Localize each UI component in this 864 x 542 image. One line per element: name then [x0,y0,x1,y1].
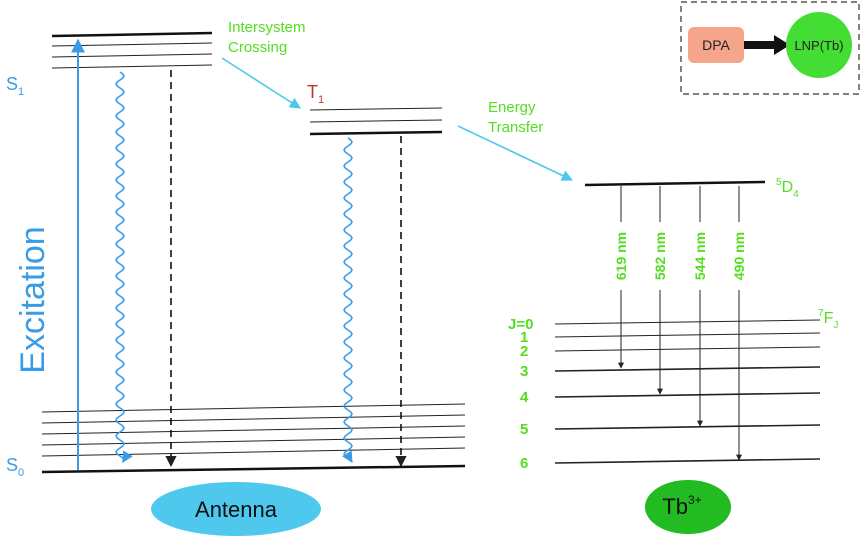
excitation-label: Excitation [14,226,52,373]
j-level-label: 5 [520,421,528,438]
j-level-label: 3 [520,363,528,380]
d4-level [584,180,766,187]
fj-levels [554,319,821,464]
j-level-label: 4 [520,389,529,406]
t1-nonradiative-wavy [342,137,353,463]
terbium-badge: Tb3+ [645,480,731,534]
isc-label: Intersystem Crossing [228,19,310,56]
legend-acceptor-circle [786,12,852,78]
t1-label: T1 [307,82,324,106]
legend-box: DPA LNP(Tb) [680,1,860,95]
fj-level-line [554,366,821,372]
fj-level-line [554,392,821,398]
fj-level-line [554,458,821,464]
s0-label: S0 [6,455,24,479]
s0-levels [41,403,466,474]
emission-label: 619 nm [613,232,629,280]
fj-level-line [554,346,821,352]
s1-label: S1 [6,74,24,98]
t1-levels [309,107,443,136]
d4-label: 5D4 [776,177,799,200]
fj-level-line [554,332,821,338]
legend-donor-box [688,27,744,63]
emission-label-bg [613,222,629,290]
j-level-label: 6 [520,455,528,472]
fj-label: 7FJ [818,308,838,331]
emission-label: 544 nm [692,232,708,280]
j-level-label: J=0 [508,316,533,333]
legend-arrow-icon [744,35,790,55]
emission-transitions: 619 nm 582 nm 544 nm 490 nm [613,186,747,461]
emission-label: 582 nm [652,232,668,280]
antenna-badge: Antenna [151,482,321,536]
fj-level-line [554,319,821,325]
isc-arrow [221,57,301,109]
j-level-label: 2 [520,343,528,360]
legend-acceptor-label: LNP(Tb) [794,38,843,53]
energy-transfer-arrow [457,125,574,181]
emission-label-bg [731,222,747,290]
j-level-label: 1 [520,329,528,346]
j-level-labels: J=012 3 4 5 6 [508,316,533,472]
legend-donor-label: DPA [702,37,730,53]
fj-level-line [554,424,821,430]
s1-nonradiative-wavy [115,71,133,463]
emission-label: 490 nm [731,232,747,280]
energy-transfer-label: Energy Transfer [488,99,543,136]
antenna-badge-label: Antenna [195,497,278,522]
emission-label-bg [652,222,668,290]
emission-label-bg [692,222,708,290]
s1-levels [51,31,213,69]
terbium-badge-label: Tb3+ [662,493,701,519]
